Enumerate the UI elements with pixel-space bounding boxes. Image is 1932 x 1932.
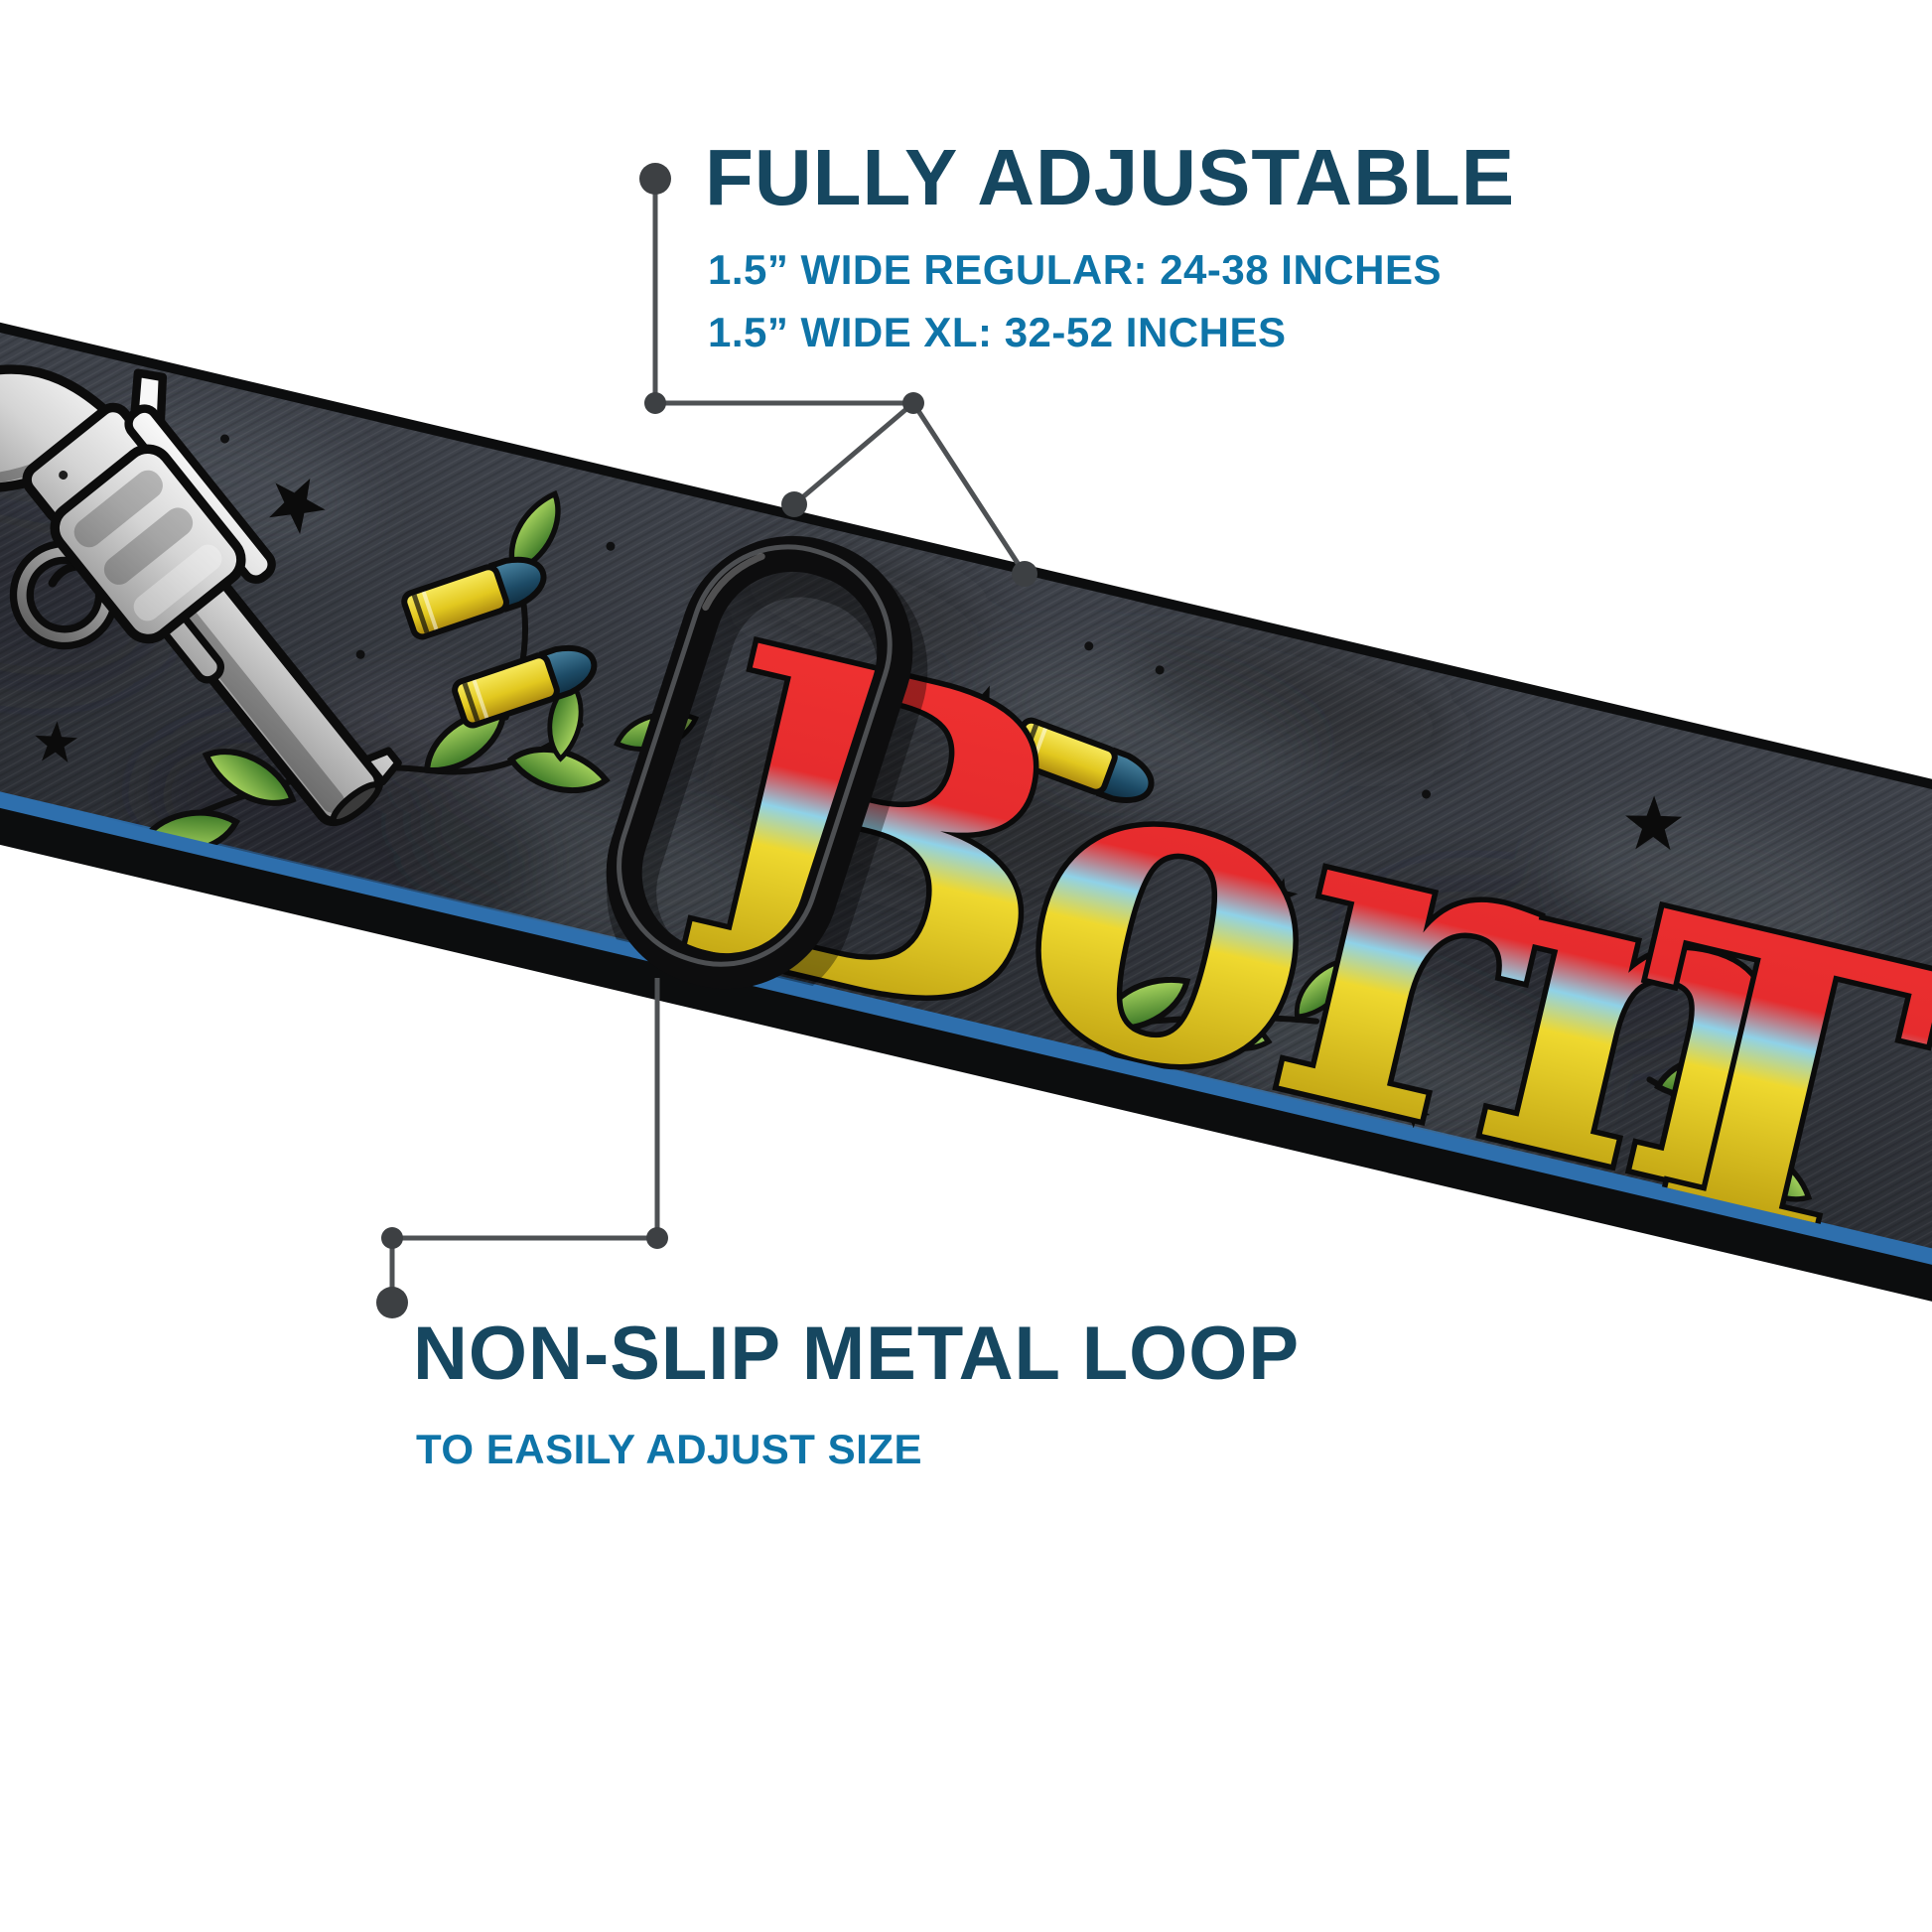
- top-callout-title: FULLY ADJUSTABLE: [705, 133, 1516, 221]
- strap-blue-trim: [0, 731, 1932, 1279]
- revolver-icon: [0, 364, 402, 827]
- callout-lines-bottom: [389, 978, 660, 1303]
- bottom-callout-title: NON-SLIP METAL LOOP: [413, 1311, 1301, 1396]
- strap: Born T: [0, 288, 1932, 1313]
- callout-dot: [646, 1227, 668, 1249]
- callout-dot: [376, 1287, 408, 1318]
- callout-dots-top: [639, 163, 1037, 587]
- callout-dot: [381, 1227, 403, 1249]
- metal-loop: [606, 535, 913, 990]
- top-callout-specs: 1.5” WIDE REGULAR: 24-38 INCHES 1.5” WID…: [708, 238, 1442, 363]
- callout-dot: [902, 392, 924, 414]
- bottom-callout-subtitle: TO EASILY ADJUST SIZE: [416, 1426, 922, 1472]
- callout-dot: [1012, 561, 1037, 587]
- strap-weave-overlay: [0, 298, 1932, 1264]
- callout-dot: [781, 491, 807, 517]
- callout-dot: [644, 392, 666, 414]
- spec-line-regular: 1.5” WIDE REGULAR: 24-38 INCHES: [708, 246, 1442, 293]
- spec-line-xl: 1.5” WIDE XL: 32-52 INCHES: [708, 309, 1287, 355]
- callout-dots-bottom: [376, 1227, 668, 1318]
- speckle-dots: [59, 434, 1748, 1136]
- callout-dot: [639, 163, 671, 195]
